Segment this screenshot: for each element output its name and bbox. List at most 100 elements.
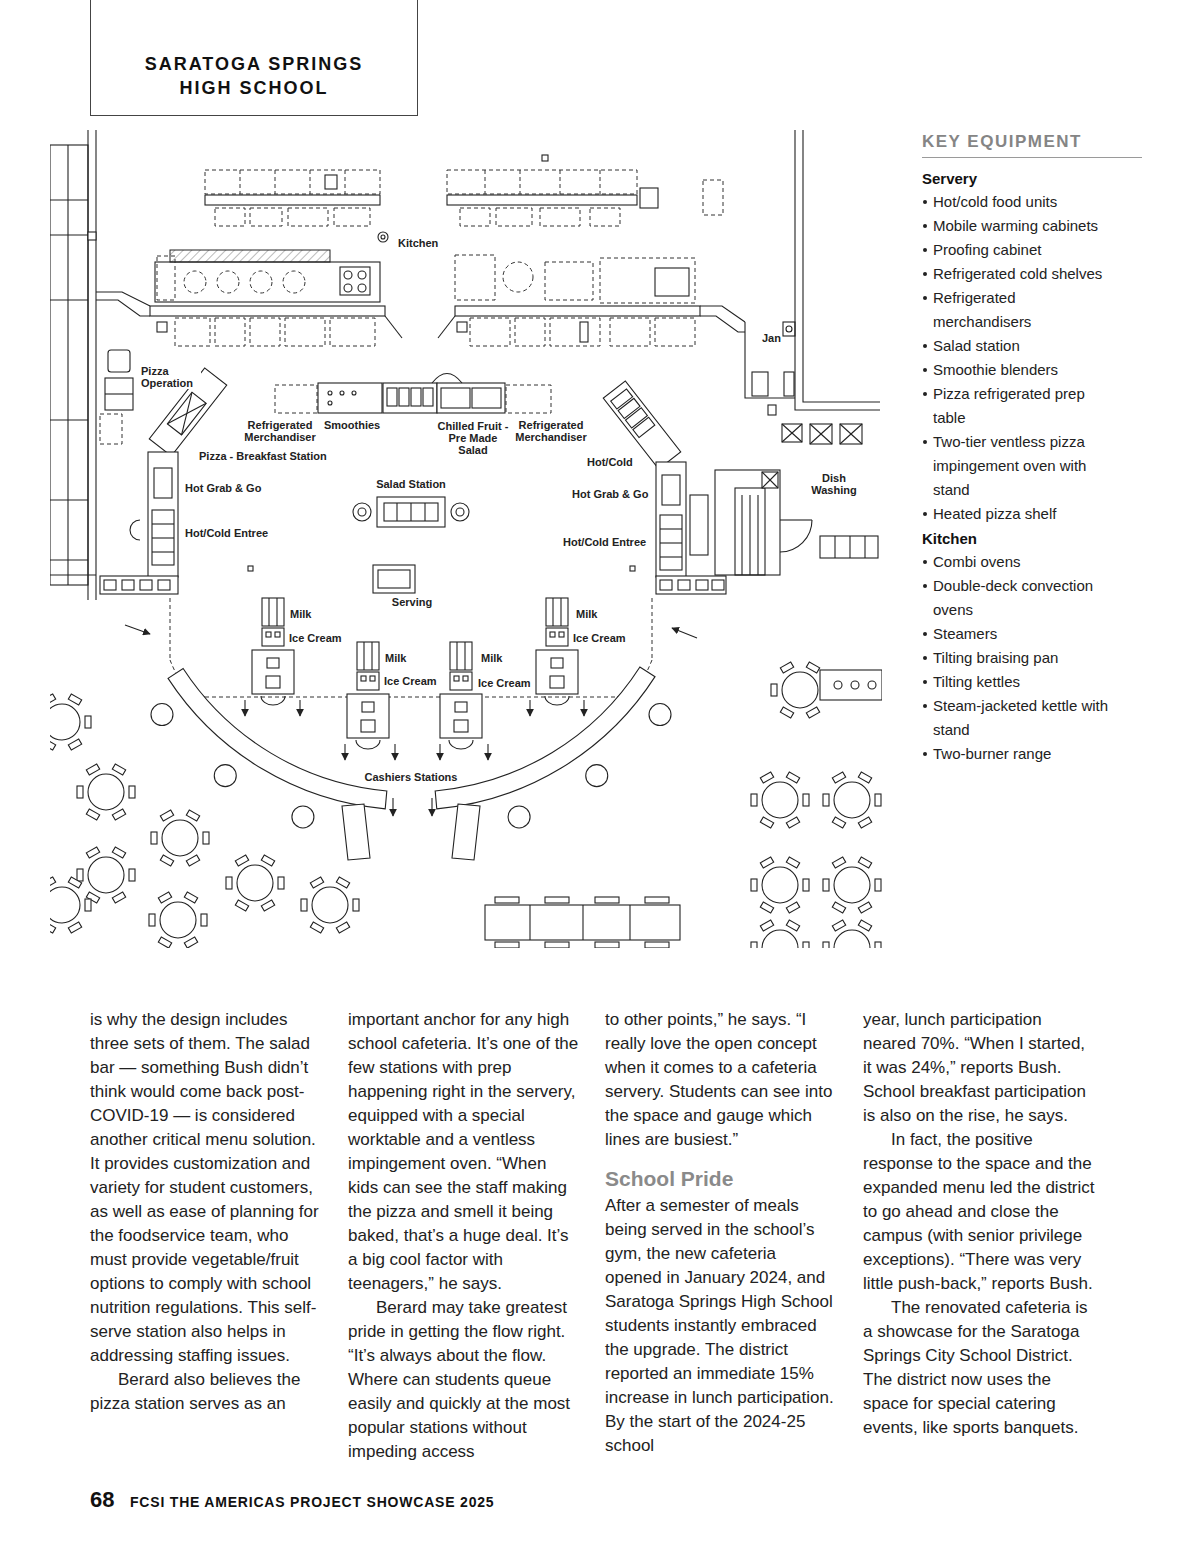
undercounter-unit [515, 318, 545, 346]
queue-line [170, 598, 171, 660]
door-leaf [438, 316, 455, 338]
undercounter-unit [285, 318, 325, 346]
chair [751, 879, 757, 891]
chair [261, 855, 274, 866]
room-label: Ice Cream [289, 632, 342, 644]
room-label: Salad Station [361, 478, 461, 490]
chair [645, 942, 669, 948]
chair [760, 902, 773, 913]
ice-cream-freezer [361, 676, 366, 681]
bullet-dot [923, 752, 927, 756]
round-table [762, 930, 798, 948]
wall-line [700, 316, 745, 332]
station-counter [148, 452, 178, 577]
undercounter-unit [610, 318, 650, 346]
column [88, 232, 96, 240]
equipment-symbol [810, 424, 832, 444]
chair [186, 855, 199, 866]
tray-rail [678, 580, 690, 590]
bullet-dot [923, 512, 927, 516]
chair [595, 897, 619, 903]
dish-room [715, 470, 780, 575]
list-item: Pizza refrigerated prep table [922, 382, 1115, 430]
dish-conveyor [864, 536, 865, 558]
door-leaf [780, 519, 812, 520]
cashier-register [551, 658, 563, 668]
ice-cream-freezer [454, 676, 459, 681]
room-label: Milk [290, 608, 311, 620]
page-number: 68 [90, 1487, 114, 1512]
chair [336, 877, 349, 888]
lounge-seat [868, 681, 876, 689]
milk-cooler [552, 598, 553, 626]
room-label: Dish Washing [803, 472, 865, 496]
tray-rail [656, 576, 726, 594]
bar-stool [586, 765, 608, 787]
chair [184, 892, 197, 903]
serving-counter [378, 570, 410, 588]
kitchen-equipment [600, 170, 601, 194]
milk-cooler [371, 642, 372, 670]
chair [50, 877, 56, 888]
salad-bar-end [353, 503, 371, 521]
chair [186, 810, 199, 821]
chair [760, 857, 773, 868]
chair [875, 879, 881, 891]
window-frame [50, 419, 88, 420]
chair [160, 810, 173, 821]
chair [160, 810, 173, 821]
section-heading: School Pride [605, 1166, 837, 1192]
pizza-equipment [108, 350, 130, 372]
bullet-dot [923, 224, 927, 228]
room-label: Milk [385, 652, 406, 664]
round-table [50, 887, 80, 923]
running-footer: FCSI THE AMERICAS PROJECT SHOWCASE 2025 [130, 1493, 494, 1511]
room-label: Ice Cream [384, 675, 437, 687]
hot-cold-well [633, 417, 655, 437]
room-label: Hot/Cold [587, 456, 633, 468]
kettle [503, 262, 533, 292]
chair [77, 869, 83, 881]
chair [184, 892, 197, 903]
kitchen-equipment [205, 170, 380, 194]
window-frame [50, 199, 88, 200]
room-label: Chilled Fruit - Pre Made Salad [433, 420, 513, 456]
body-paragraph: important anchor for any high school caf… [348, 1008, 580, 1296]
kitchen-equipment [345, 170, 346, 194]
chair [858, 920, 871, 931]
equipment-symbol [840, 424, 862, 444]
hot-cold-unit [660, 528, 682, 529]
chair [112, 847, 125, 858]
round-table [88, 774, 124, 810]
salad-bar [410, 503, 411, 521]
chair [112, 764, 125, 775]
equipment-symbol [782, 424, 802, 442]
list-item: Refrigerated cold shelves [922, 262, 1115, 286]
chilled-case [472, 388, 501, 408]
kitchen-equipment [310, 170, 311, 194]
kitchen-equipment [545, 262, 593, 300]
chair [160, 855, 173, 866]
flow-arrow [529, 700, 530, 716]
hot-cold-well [611, 389, 633, 409]
chair [77, 786, 83, 798]
kitchen-equipment [590, 208, 620, 226]
servery-equipment [506, 385, 551, 413]
salad-bar [424, 503, 425, 521]
flow-arrow [439, 744, 440, 760]
chair [129, 869, 135, 881]
room-label: Hot Grab & Go [185, 482, 261, 494]
room-label: Serving [372, 596, 452, 608]
chair [823, 942, 829, 948]
chair [760, 772, 773, 783]
chair [858, 902, 871, 913]
bar-stool [508, 806, 530, 828]
chair [112, 809, 125, 820]
flow-arrow [431, 798, 432, 816]
long-table [582, 905, 583, 940]
chair [158, 892, 171, 903]
chair [823, 794, 829, 806]
merchandiser [383, 383, 437, 413]
flow-arrow [344, 744, 345, 760]
hot-cold-unit [152, 510, 174, 565]
